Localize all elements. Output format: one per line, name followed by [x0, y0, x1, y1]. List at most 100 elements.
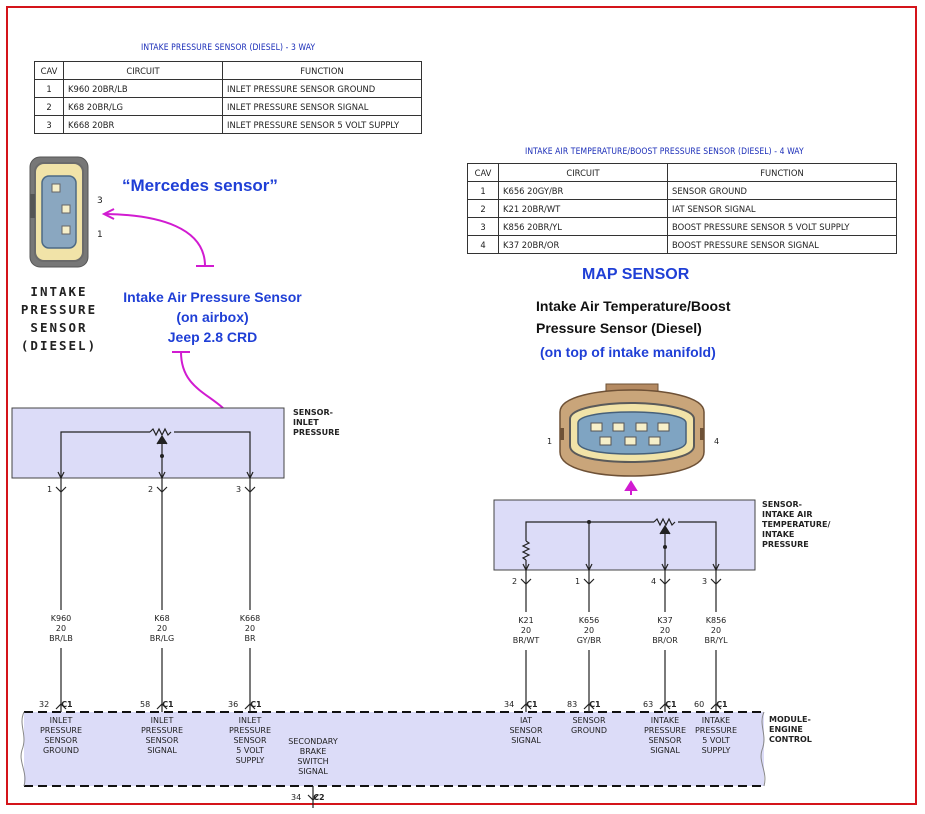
- right-connector-pin-4: 4: [714, 437, 719, 446]
- annotation-line: Intake Air Temperature/Boost: [536, 298, 731, 314]
- label-line: SIGNAL: [298, 767, 328, 776]
- label-line: BR/OR: [652, 636, 678, 645]
- module-engine-control-label: MODULE- ENGINE CONTROL: [769, 715, 812, 745]
- label-line: 20: [710, 626, 722, 635]
- label-line: BR/YL: [704, 636, 728, 645]
- right-connector-pin-1: 1: [547, 437, 552, 446]
- sensor-pin-label: 4: [651, 577, 656, 587]
- label-line: PRESSURE: [228, 726, 272, 735]
- table-right-title: INTAKE AIR TEMPERATURE/BOOST PRESSURE SE…: [525, 147, 804, 157]
- left-connector-pin-1: 1: [97, 230, 103, 240]
- label-line: BR/LG: [149, 634, 175, 643]
- pin-fork-mark: [520, 703, 532, 710]
- cell-function: INLET PRESSURE SENSOR 5 VOLT SUPPLY: [222, 115, 422, 134]
- label-line: SENSOR: [509, 726, 543, 735]
- label-line: 1: [47, 485, 53, 494]
- annotation-line: Pressure Sensor (Diesel): [536, 320, 702, 336]
- pin-fork-mark: [156, 486, 168, 493]
- label-line: BRAKE: [299, 747, 327, 756]
- label-line: INTAKE: [650, 716, 680, 725]
- table-row: 2 K68 20BR/LG INLET PRESSURE SENSOR SIGN…: [34, 97, 422, 116]
- sensor-iat-box: [493, 499, 756, 571]
- label-line: K656: [578, 616, 600, 625]
- module-break-left: [20, 711, 26, 787]
- label-line: K960: [50, 614, 72, 623]
- label-line: PRESSURE: [39, 726, 83, 735]
- label-line: K68: [154, 614, 170, 623]
- sensor-pin-label: 3: [702, 577, 707, 587]
- intake-pressure-sensor-stencil: INTAKE PRESSURE SENSOR (DIESEL): [18, 283, 100, 355]
- label-line: K668: [239, 614, 261, 623]
- annotation-line: Jeep 2.8 CRD: [167, 329, 258, 345]
- pin-fork-mark: [583, 703, 595, 710]
- table-row: 4 K37 20BR/OR BOOST PRESSURE SENSOR SIGN…: [467, 235, 897, 254]
- ecm-connector-id: C1: [665, 700, 677, 709]
- label-line: 4: [651, 577, 657, 586]
- pin-fork-mark: [710, 578, 722, 585]
- module-break-right: [760, 711, 766, 787]
- label-line: K21: [518, 616, 534, 625]
- ecm-pin-label: 32 C1: [39, 700, 73, 710]
- label-line: 20: [156, 624, 168, 633]
- stencil-line: SENSOR: [30, 320, 88, 335]
- left-connector-icon: [29, 156, 89, 268]
- label-line: SUPPLY: [701, 746, 731, 755]
- ecm-connector-id: C2: [313, 793, 325, 802]
- label-line: CONTROL: [769, 735, 812, 744]
- label-line: ENGINE: [769, 725, 803, 734]
- ecm-pin-number: 60: [694, 700, 705, 709]
- label-line: INTAKE: [701, 716, 731, 725]
- label-line: 3: [702, 577, 708, 586]
- pin-fork-mark: [659, 578, 671, 585]
- label-line: PRESSURE: [762, 540, 809, 549]
- label-line: SIGNAL: [650, 746, 680, 755]
- label-line: INTAKE: [762, 530, 795, 539]
- label-line: SIGNAL: [511, 736, 541, 745]
- pin-fork-mark: [659, 703, 671, 710]
- label-line: BR/WT: [512, 636, 540, 645]
- label-line: SENSOR: [44, 736, 78, 745]
- junction-dot: [160, 454, 164, 458]
- table-left: CAV CIRCUIT FUNCTION 1 K960 20BR/LB INLE…: [34, 61, 422, 134]
- label-line: BR/LB: [49, 634, 73, 643]
- label-line: GROUND: [42, 746, 80, 755]
- cell-cav: 4: [467, 235, 499, 254]
- label-line: 2: [148, 485, 154, 494]
- pin-fork-mark: [307, 794, 319, 801]
- cell-circuit: K37 20BR/OR: [498, 235, 668, 254]
- sensor-pin-label: 1: [575, 577, 580, 587]
- pin-fork-mark: [156, 703, 168, 710]
- ecm-connector-id: C1: [61, 700, 73, 709]
- ecm-pin-number: 32: [39, 700, 50, 709]
- junction-dot: [587, 520, 591, 524]
- magenta-arrow-box: [172, 351, 224, 409]
- ecm-connector-id: C1: [526, 700, 538, 709]
- map-sensor-label: MAP SENSOR: [582, 266, 690, 283]
- annotation-line: Intake Air Pressure Sensor: [123, 289, 302, 305]
- label-line: BR: [244, 634, 256, 643]
- ecm-pin-number: 63: [643, 700, 654, 709]
- pin-marker-layer: [55, 486, 722, 801]
- stencil-line: (DIESEL): [20, 338, 98, 353]
- pin-fork-mark: [55, 486, 67, 493]
- pin-fork-mark: [244, 486, 256, 493]
- right-connector-icon: [559, 383, 705, 477]
- sensor-inlet-pressure-box: [11, 407, 285, 479]
- label-line: SENSOR: [572, 716, 606, 725]
- label-line: INLET: [238, 716, 262, 725]
- label-line: SENSOR-: [293, 408, 333, 417]
- sensor-pin-label: 2: [148, 485, 153, 495]
- pin-fork-mark: [244, 703, 256, 710]
- label-line: SECONDARY: [288, 737, 338, 746]
- ecm-pin-number: 83: [567, 700, 578, 709]
- label-line: SUPPLY: [235, 756, 265, 765]
- label-line: INTAKE AIR: [762, 510, 813, 519]
